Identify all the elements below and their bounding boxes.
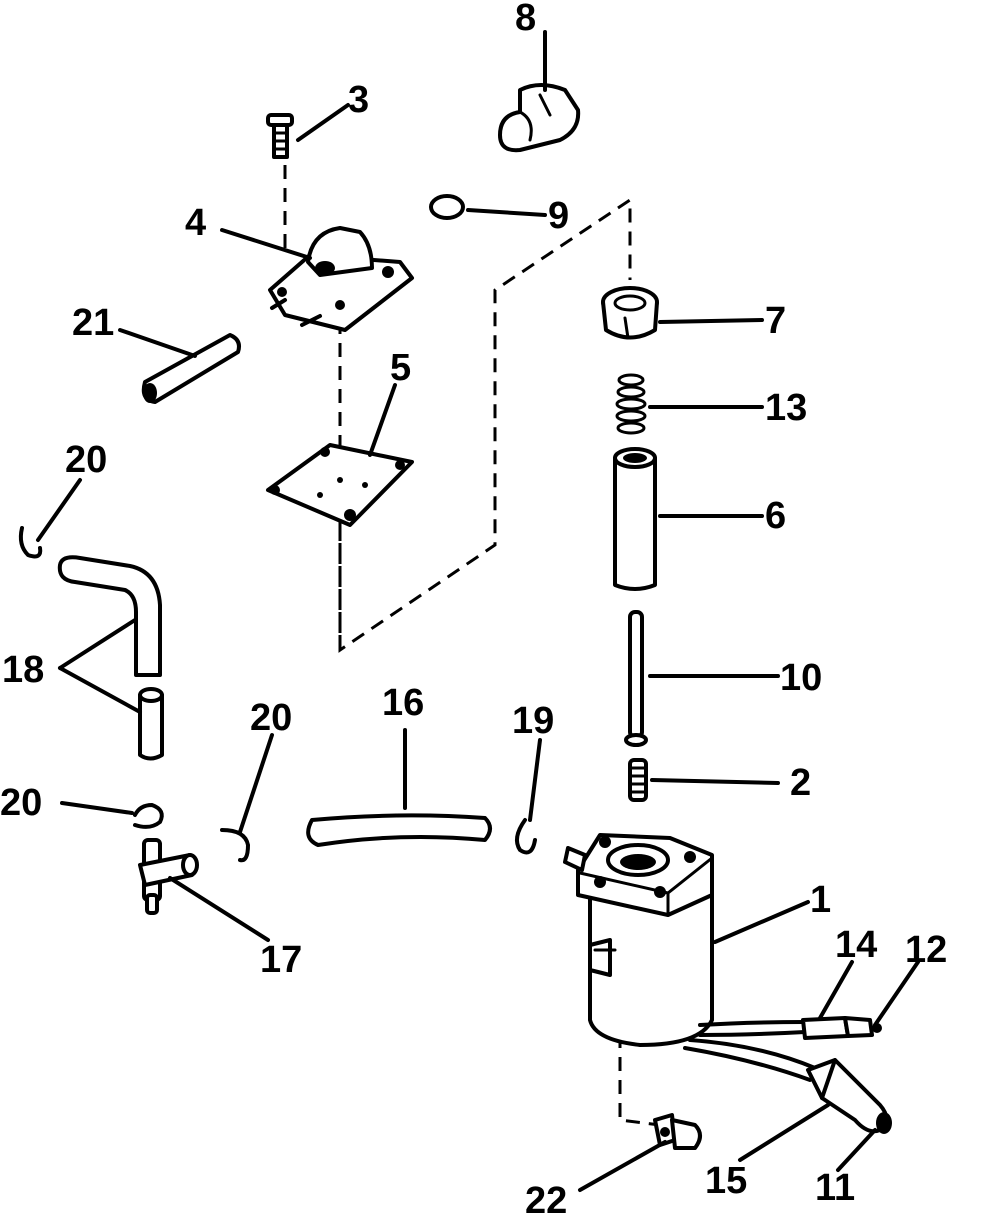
part-5-diaphragm	[266, 443, 414, 527]
part-6-cylinder	[613, 447, 657, 591]
lead-wires	[683, 1020, 817, 1082]
part-8-elbow-fitting	[498, 83, 581, 153]
callout-12: 12	[905, 929, 947, 971]
callout-1: 1	[810, 879, 831, 921]
part-13-spring	[615, 373, 647, 435]
callout-20-top: 20	[65, 439, 107, 481]
part-21-short-hose	[141, 333, 241, 404]
callout-20-left: 20	[0, 782, 42, 824]
callout-14: 14	[835, 924, 877, 966]
callout-11: 11	[815, 1167, 855, 1209]
callout-18: 18	[2, 649, 44, 691]
callout-22: 22	[525, 1180, 567, 1218]
callout-19: 19	[512, 700, 554, 742]
part-20-clip-top	[18, 526, 43, 559]
callout-21: 21	[72, 302, 114, 344]
leader-lines	[36, 30, 920, 1192]
callout-8: 8	[515, 0, 536, 39]
callout-labels: 8 3 4 9 7 21 5 13 20 6 18 10 16 19 20 2 …	[0, 0, 947, 1218]
callout-10: 10	[780, 657, 822, 699]
part-4-pump-cover	[268, 226, 414, 332]
callout-16: 16	[382, 682, 424, 724]
part-18-short-hose	[138, 687, 164, 761]
part-20-clip-left	[133, 803, 164, 829]
callout-6: 6	[765, 495, 786, 537]
callout-7: 7	[765, 300, 786, 342]
part-15-11-connector	[806, 1058, 892, 1134]
callout-20-middle: 20	[250, 697, 292, 739]
callout-2: 2	[790, 762, 811, 804]
part-2-small-spring	[628, 758, 648, 802]
part-17-tee-fitting	[138, 838, 199, 915]
callout-3: 3	[348, 79, 369, 121]
part-20-clip-middle	[220, 828, 250, 863]
callout-17: 17	[260, 939, 302, 981]
part-14-12-connector	[801, 1016, 882, 1040]
part-18-bent-hose	[57, 555, 162, 677]
part-1-pump-body	[563, 833, 714, 1047]
part-19-clip	[514, 818, 537, 855]
callout-15: 15	[705, 1160, 747, 1202]
callout-4: 4	[185, 202, 206, 244]
part-10-plunger	[624, 610, 648, 747]
part-22-drain-screw	[653, 1113, 702, 1150]
part-9-o-ring	[429, 194, 465, 220]
part-3-screw	[266, 113, 294, 159]
part-7-cap	[601, 286, 659, 340]
part-16-curved-hose	[306, 813, 492, 847]
callout-5: 5	[390, 347, 411, 389]
callout-13: 13	[765, 387, 807, 429]
callout-9: 9	[548, 195, 569, 237]
